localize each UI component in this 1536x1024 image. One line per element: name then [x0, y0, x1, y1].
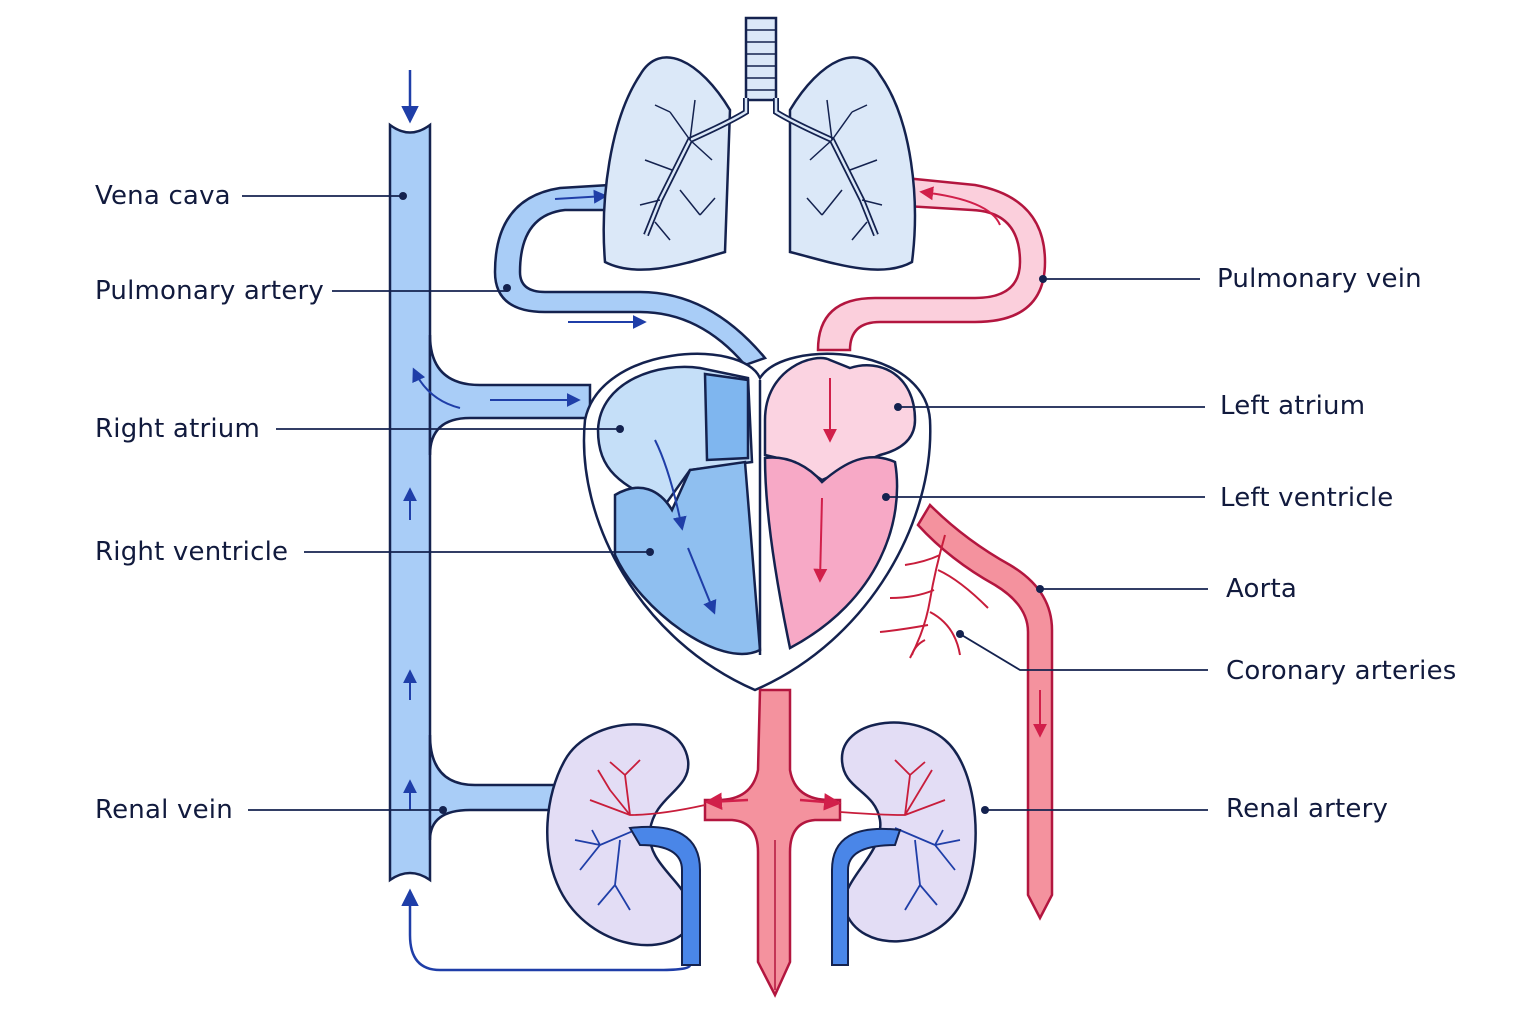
- trachea: [744, 16, 778, 102]
- label-pulmonary-vein: Pulmonary vein: [1217, 264, 1422, 294]
- label-renal-artery: Renal artery: [1226, 794, 1389, 824]
- label-renal-vein: Renal vein: [95, 795, 233, 825]
- leader-dots: [399, 192, 1047, 814]
- pulmonary-artery-vessel: [493, 183, 768, 367]
- label-aorta: Aorta: [1226, 574, 1298, 604]
- coronary-arteries: [879, 534, 989, 659]
- vena-cava: [388, 70, 432, 883]
- label-right-ventricle: Right ventricle: [95, 537, 289, 567]
- right-kidney: [831, 721, 977, 966]
- left-ventricle: [763, 455, 899, 650]
- pulmonary-trunk-chamber: [703, 372, 750, 462]
- left-atrium: [763, 356, 917, 482]
- leader-lines: [242, 195, 1208, 811]
- right-lung: [788, 56, 917, 271]
- label-coronary-arteries: Coronary arteries: [1226, 656, 1457, 686]
- right-ventricle: [613, 460, 762, 656]
- left-kidney: [546, 723, 706, 966]
- label-left-atrium: Left atrium: [1220, 391, 1366, 421]
- leader-coronary-arteries: [959, 633, 1208, 671]
- label-left-ventricle: Left ventricle: [1220, 483, 1394, 513]
- renal-vein-vessel: [428, 734, 562, 841]
- label-right-atrium: Right atrium: [95, 414, 260, 444]
- lungs: [602, 16, 917, 271]
- pulmonary-vein-vessel: [816, 176, 1047, 352]
- heart: [582, 352, 932, 692]
- superior-vena-cava-branch: [412, 334, 592, 456]
- label-vena-cava: Vena cava: [95, 181, 231, 211]
- aorta: [703, 502, 1054, 998]
- venous-return-arrow: [401, 888, 692, 972]
- left-lung: [602, 56, 732, 271]
- label-pulmonary-artery: Pulmonary artery: [95, 276, 324, 306]
